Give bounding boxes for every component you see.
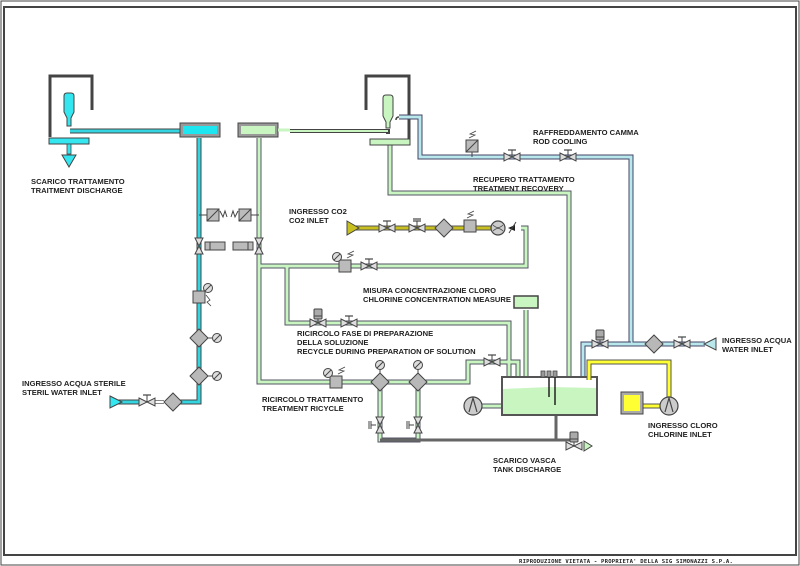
solenoid-valve-green [230, 208, 259, 222]
valve-drain-2[interactable] [406, 416, 423, 434]
tank-discharge-pipe [380, 414, 578, 442]
tank [501, 370, 598, 416]
water-inlet-arrow-icon [702, 337, 717, 351]
pump-recycle-icon [463, 396, 483, 416]
chlorine-pipe [586, 359, 672, 409]
footer-copyright: RIPRODUZIONE VIETATA - PROPRIETA' DELLA … [519, 559, 733, 565]
water-inlet-label: INGRESSO ACQUA WATER INLET [722, 336, 792, 354]
check-valve-co2 [508, 221, 517, 234]
svg-text:INGRESSO ACQUA STERILE: INGRESSO ACQUA STERILE [22, 379, 126, 388]
svg-text:INGRESSO CO2: INGRESSO CO2 [289, 207, 347, 216]
flowmeter-co2 [490, 220, 506, 236]
svg-text:TREATMENT RECOVERY: TREATMENT RECOVERY [473, 184, 564, 193]
filter-sterile-inlet [163, 392, 183, 412]
inner-frame [3, 6, 797, 556]
co2-inlet-label: INGRESSO CO2 CO2 INLET [289, 207, 347, 225]
svg-text:WATER INLET: WATER INLET [722, 345, 773, 354]
treatment-recovery-label: RECUPERO TRATTAMENTO TREATMENT RECOVERY [473, 175, 575, 193]
svg-text:STERIL WATER INLET: STERIL WATER INLET [22, 388, 102, 397]
treatment-header-fill [241, 126, 275, 134]
svg-text:RECYCLE DURING PREPARATION OF: RECYCLE DURING PREPARATION OF SOLUTION [297, 347, 476, 356]
tank-discharge-label: SCARICO VASCA TANK DISCHARGE [493, 456, 561, 474]
svg-text:SCARICO VASCA: SCARICO VASCA [493, 456, 557, 465]
recycle-prep-label: RICIRCOLO FASE DI PREPARAZIONE DELLA SOL… [297, 329, 476, 356]
valve-co2-2[interactable] [408, 218, 426, 233]
svg-text:RICIRCOLO TRATTAMENTO: RICIRCOLO TRATTAMENTO [262, 395, 363, 404]
pump-chlorine-icon [659, 396, 679, 416]
chlorine-inlet-label: INGRESSO CLORO CHLORINE INLET [648, 421, 718, 439]
valve-sterile-inlet[interactable] [138, 394, 156, 407]
chlorine-measure-label: MISURA CONCENTRAZIONE CLORO CHLORINE CON… [363, 286, 511, 304]
pneumatic-actuator-left [204, 241, 226, 251]
regulator-co2 [463, 210, 477, 233]
filter-with-gauge-1 [189, 328, 222, 348]
valve-green-vertical[interactable] [254, 237, 264, 255]
svg-text:INGRESSO ACQUA: INGRESSO ACQUA [722, 336, 792, 345]
sterile-water-header-fill [183, 126, 217, 134]
svg-text:CHLORINE CONCENTRATION MEASURE: CHLORINE CONCENTRATION MEASURE [363, 295, 511, 304]
filter-co2 [434, 218, 454, 238]
svg-text:RICIRCOLO FASE DI PREPARAZIONE: RICIRCOLO FASE DI PREPARAZIONE [297, 329, 433, 338]
valve-tank-discharge[interactable] [565, 431, 583, 451]
water-inlet-pipe [399, 114, 705, 380]
svg-text:TANK DISCHARGE: TANK DISCHARGE [493, 465, 561, 474]
svg-text:RAFFREDDAMENTO CAMMA: RAFFREDDAMENTO CAMMA [533, 128, 639, 137]
svg-text:CO2 INLET: CO2 INLET [289, 216, 329, 225]
filter-treatment-2 [408, 360, 428, 392]
svg-text:MISURA CONCENTRAZIONE CLORO: MISURA CONCENTRAZIONE CLORO [363, 286, 496, 295]
right-hood [290, 74, 411, 146]
svg-text:SCARICO TRATTAMENTO: SCARICO TRATTAMENTO [31, 177, 125, 186]
tank-discharge-arrow-icon [583, 440, 593, 452]
co2-inlet-arrow-icon [346, 220, 360, 236]
treatment-recycle-label: RICIRCOLO TRATTAMENTO TREATMENT RICYCLE [262, 395, 363, 413]
chlorine-container-fill [624, 395, 640, 411]
sterile-inlet-arrow-icon [109, 395, 124, 409]
svg-text:CHLORINE INLET: CHLORINE INLET [648, 430, 712, 439]
pneumatic-actuator-green [232, 241, 254, 251]
filter-water-inlet [644, 334, 664, 354]
valve-sterile-vertical[interactable] [194, 237, 204, 255]
regulator-treatment [323, 366, 346, 389]
valve-drain-1[interactable] [368, 416, 385, 434]
regulator-recycle [332, 250, 355, 273]
scarico-trattamento-label: SCARICO TRATTAMENTO TRAITMENT DISCHARGE [31, 177, 125, 195]
chlorine-sensor [513, 295, 539, 309]
rod-cooling-label: RAFFREDDAMENTO CAMMA ROD COOLING [533, 128, 639, 146]
steril-water-label: INGRESSO ACQUA STERILE STERIL WATER INLE… [22, 379, 126, 397]
treatment-green-pipes [256, 138, 572, 443]
filter-treatment-1 [370, 360, 390, 392]
svg-text:DELLA SOLUZIONE: DELLA SOLUZIONE [297, 338, 368, 347]
filter-with-gauge-2 [189, 366, 222, 386]
svg-text:TREATMENT RICYCLE: TREATMENT RICYCLE [262, 404, 344, 413]
pressure-regulator-left [192, 283, 213, 307]
valve-water-actuated[interactable] [591, 329, 609, 349]
solenoid-valve-cooling [465, 130, 479, 157]
sterile-water-pipe [70, 128, 202, 405]
svg-text:ROD COOLING: ROD COOLING [533, 137, 588, 146]
svg-text:RECUPERO TRATTAMENTO: RECUPERO TRATTAMENTO [473, 175, 575, 184]
svg-text:INGRESSO CLORO: INGRESSO CLORO [648, 421, 718, 430]
solenoid-valve-left [199, 208, 228, 222]
left-hood [48, 74, 94, 168]
svg-text:TRAITMENT DISCHARGE: TRAITMENT DISCHARGE [31, 186, 123, 195]
valve-prep-actuated[interactable] [309, 308, 327, 328]
